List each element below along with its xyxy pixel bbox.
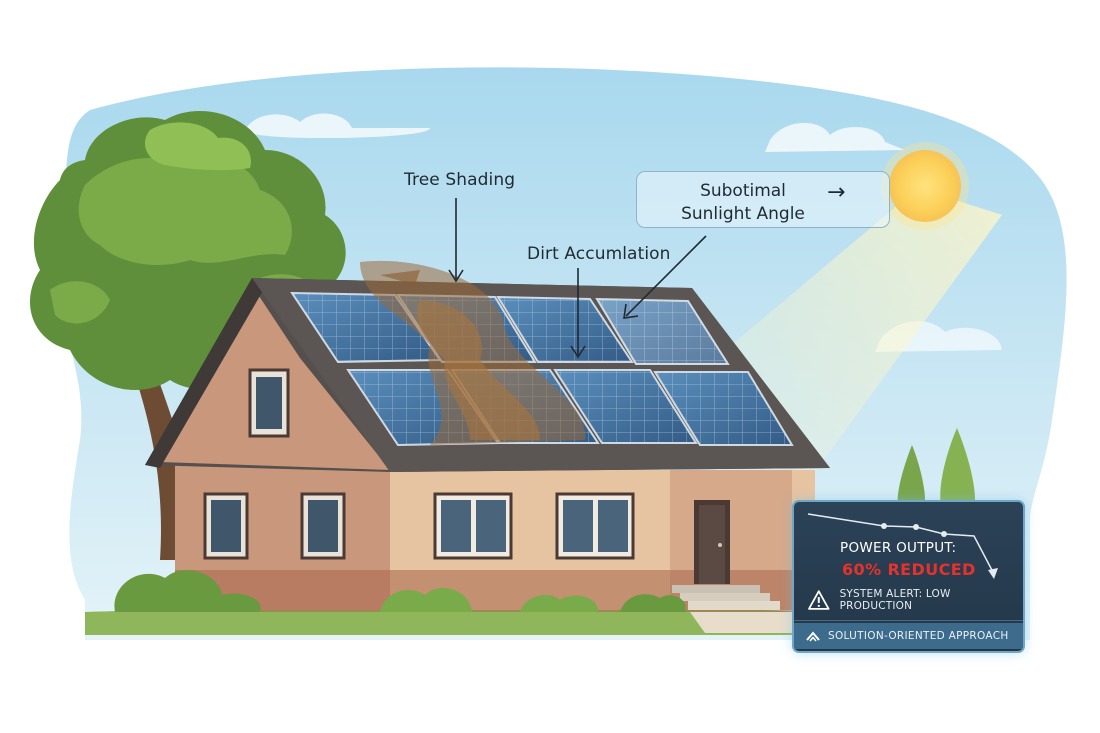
- steps: [672, 585, 780, 610]
- solar-panel: [496, 295, 634, 363]
- solar-panel: [553, 369, 698, 444]
- window: [203, 368, 635, 560]
- dirt-accumulation-label: Dirt Accumlation: [527, 244, 671, 264]
- system-alert: SYSTEM ALERT: LOW PRODUCTION: [808, 588, 1023, 612]
- bushes: [114, 569, 686, 612]
- power-output-panel: POWER OUTPUT: 60% REDUCED SYSTEM ALERT: …: [792, 500, 1025, 653]
- system-alert-text: SYSTEM ALERT: LOW PRODUCTION: [839, 588, 951, 612]
- panel-divider: [794, 620, 1023, 621]
- solar-panel: [595, 297, 730, 365]
- sunlight-angle-label: Subotimal Sunlight Angle: [681, 181, 805, 224]
- output-trend-chart: [807, 513, 998, 579]
- power-output-value: 60% REDUCED: [842, 560, 976, 579]
- right-arrow-icon: →: [827, 180, 846, 205]
- solar-panel: [653, 371, 794, 446]
- ground: [85, 606, 800, 635]
- door: [694, 500, 730, 584]
- power-output-label: POWER OUTPUT:: [840, 540, 957, 556]
- dirt-overlay: [360, 260, 586, 445]
- warning-icon: [808, 590, 830, 610]
- sunlight-angle-callout: Subotimal Sunlight Angle →: [636, 171, 890, 228]
- solution-text: SOLUTION-ORIENTED APPROACH: [828, 630, 1009, 642]
- solution-bar: SOLUTION-ORIENTED APPROACH: [794, 623, 1023, 649]
- annotation-arrows: [448, 198, 707, 359]
- up-chevron-icon: [806, 631, 820, 642]
- tree-icon: [897, 428, 976, 505]
- tree-shading-label: Tree Shading: [404, 170, 516, 190]
